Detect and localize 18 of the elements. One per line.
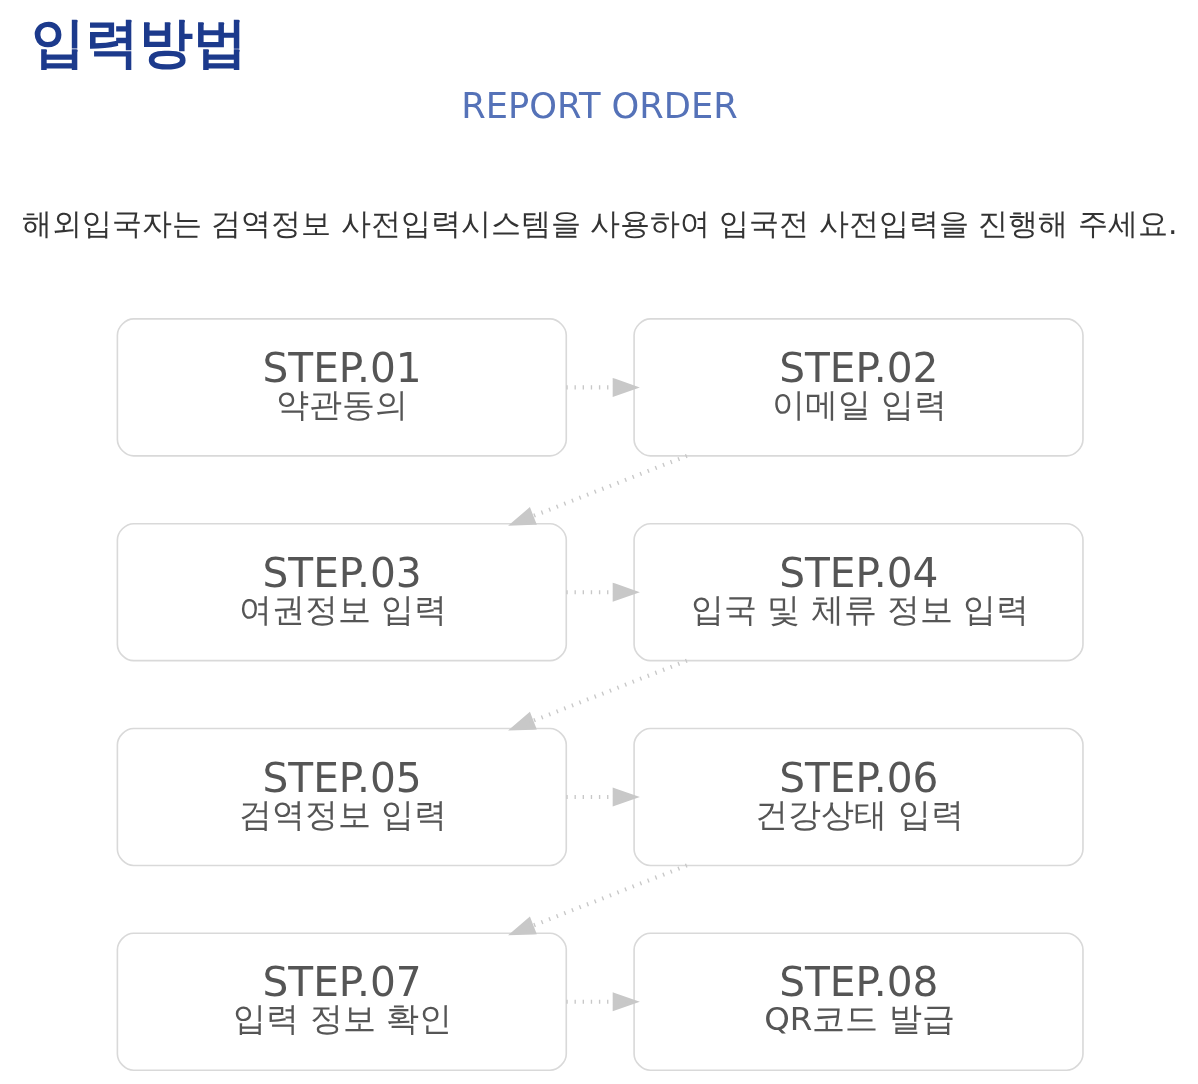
node-box: STEP.06 건강상태 입력: [632, 727, 1084, 867]
arrow: [507, 658, 688, 731]
node-box: STEP.01 약관동의: [116, 318, 567, 457]
arrow: [565, 377, 640, 397]
diagram-title: 입력방법: [30, 11, 247, 75]
arrow: [507, 454, 688, 526]
arrow: [507, 863, 688, 936]
arrow: [565, 992, 640, 1012]
node-box: STEP.03 여권정보 입력: [116, 522, 567, 662]
arrow: [565, 582, 640, 602]
node-box: STEP.04 입국 및 체류 정보 입력: [632, 522, 1084, 662]
label: 해외입국자는 검역정보 사전입력시스템을 사용하여 입국전 사전입력을 진행해 주세요.: [21, 206, 1177, 242]
node-box: STEP.07 입력 정보 확인: [116, 932, 567, 1072]
node-box: STEP.08 QR코드 발급: [632, 932, 1084, 1072]
node-box: STEP.05 검역정보 입력: [116, 727, 567, 867]
node-box: STEP.02 이메일 입력: [632, 318, 1084, 457]
label: REPORT ORDER: [460, 84, 738, 126]
arrow: [565, 787, 640, 807]
